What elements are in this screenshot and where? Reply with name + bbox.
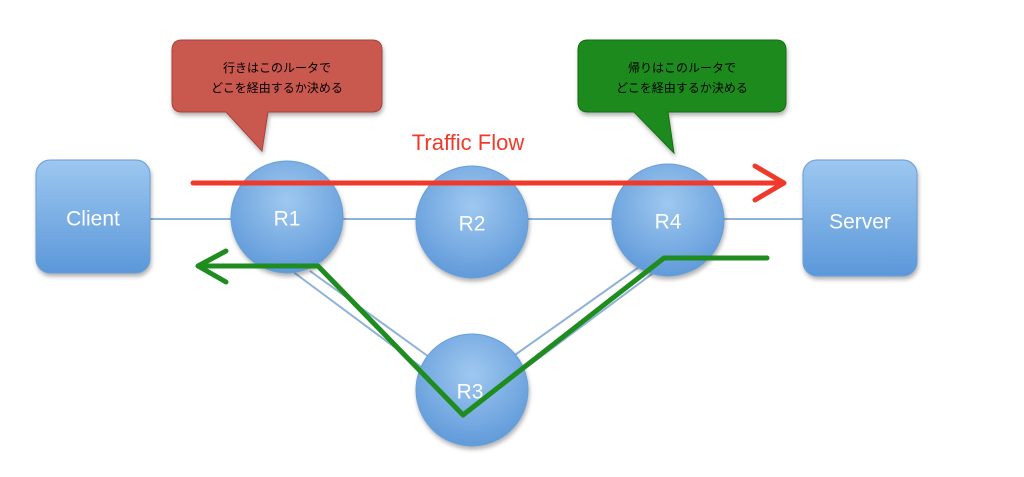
client-label: Client (66, 208, 120, 231)
callout-return-line2: どこを経由するか決める (616, 81, 748, 95)
server-label: Server (829, 211, 891, 234)
router-r4: R4 (611, 163, 725, 277)
outbound-flow-arrow (190, 163, 787, 203)
r4-label: R4 (655, 211, 682, 234)
return-flow-arrow (195, 248, 770, 418)
callout-outbound-line1: 行きはこのルータで (223, 61, 331, 75)
router-r2: R2 (415, 165, 529, 279)
callout-outbound: 行きはこのルータで どこを経由するか決める (171, 39, 383, 153)
router-r1: R1 (230, 160, 344, 274)
router-r3: R3 (415, 333, 529, 447)
r1-label: R1 (274, 208, 301, 231)
callout-return: 帰りはこのルータで どこを経由するか決める (577, 39, 787, 155)
callout-outbound-line2: どこを経由するか決める (211, 81, 343, 95)
traffic-flow-label: Traffic Flow (412, 130, 525, 155)
link-r3-r4-b (504, 261, 647, 363)
callout-return-line1: 帰りはこのルータで (628, 61, 736, 75)
r2-label: R2 (459, 213, 486, 236)
server-node: Server (802, 159, 918, 277)
r3-label: R3 (457, 381, 484, 404)
client-node: Client (35, 159, 151, 274)
link-r1-r3-b (309, 270, 437, 363)
